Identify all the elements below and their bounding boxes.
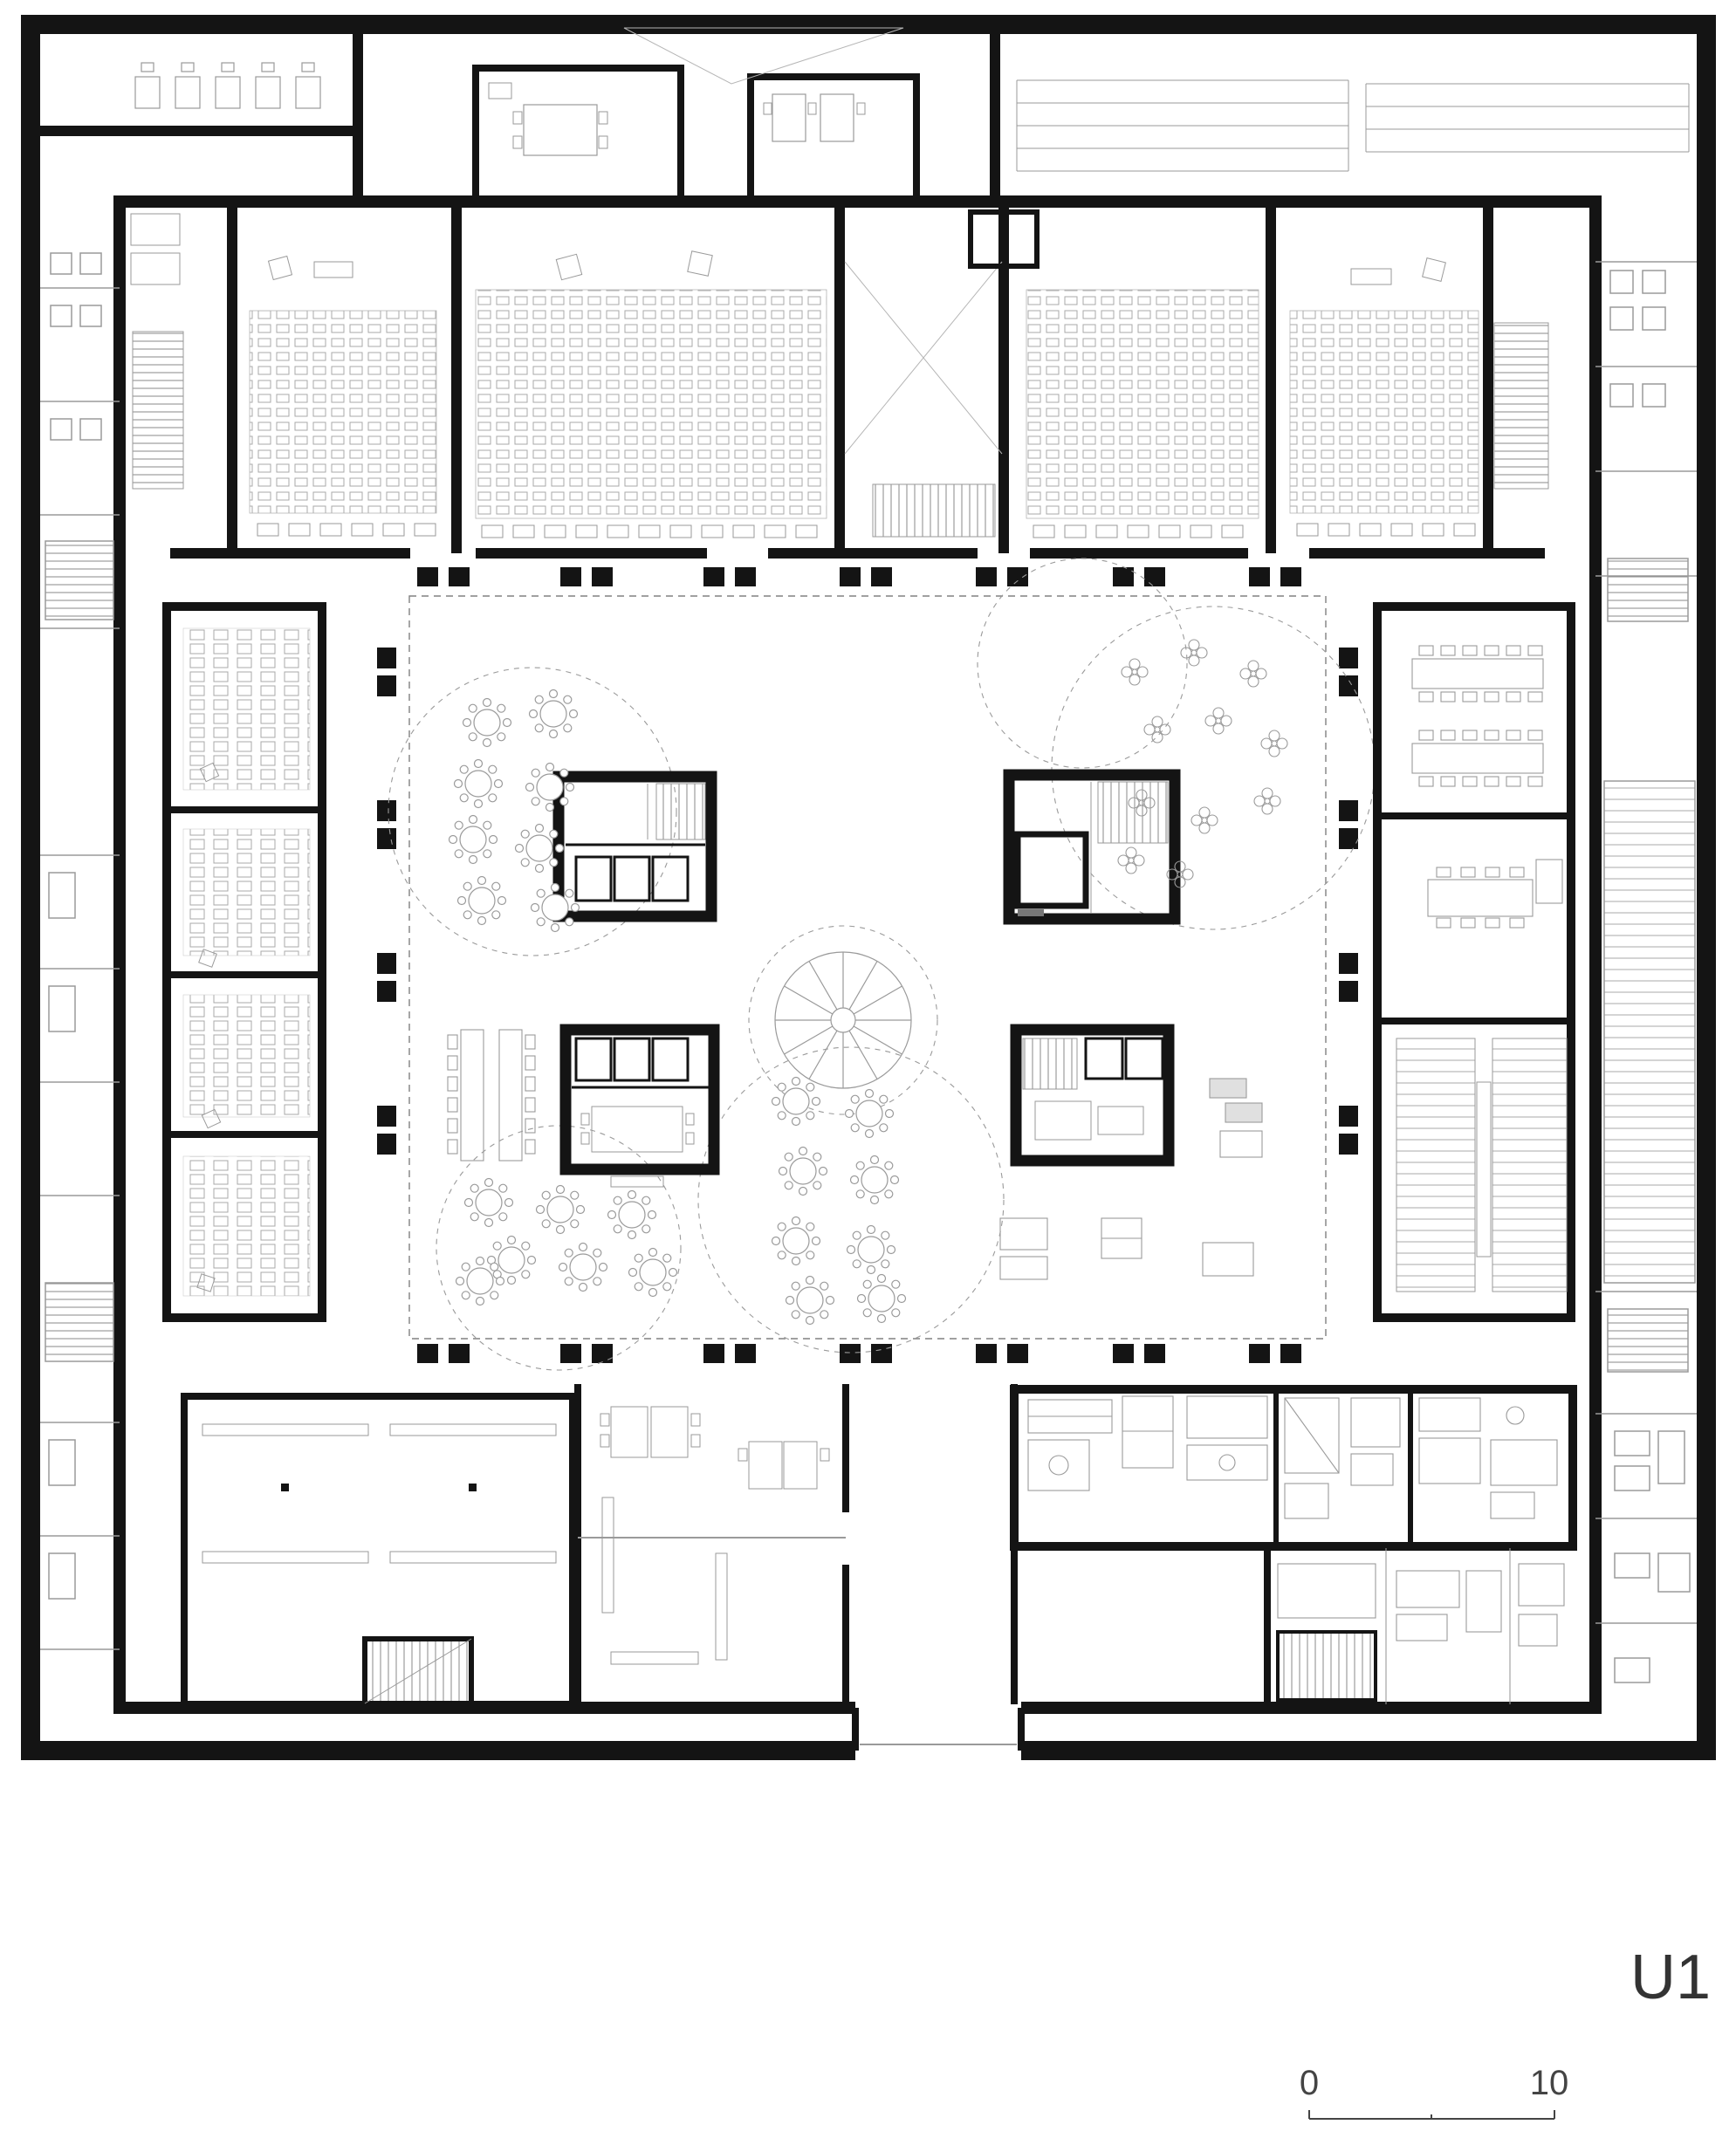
- desk-area-1: [182, 627, 311, 791]
- auditorium-2-seats: [475, 289, 827, 519]
- courtyard: [388, 558, 1376, 1371]
- scale-start-label: 0: [1300, 2064, 1319, 2102]
- scale-bar-line: [1308, 2110, 1555, 2120]
- auditorium-foyer: [844, 209, 1040, 538]
- desk-area-2: [182, 828, 311, 956]
- auditorium-1: [249, 255, 437, 537]
- auditorium-1-seats: [249, 310, 437, 514]
- middle-room-table: [1427, 859, 1563, 929]
- top-office-room-1: [472, 65, 684, 205]
- top-right-hall-lines: [1016, 79, 1690, 172]
- top-strip-rooms: [40, 24, 1690, 205]
- kitchen-block: [1010, 1385, 1577, 1551]
- top-left-tables: [134, 62, 321, 109]
- core-upper-left: [552, 771, 717, 922]
- desk-area-3: [182, 994, 311, 1118]
- right-edge-rooms: [1595, 261, 1697, 1683]
- long-tables-group: [447, 1029, 536, 1162]
- stair-bottom-right: [1276, 1630, 1377, 1702]
- stair-left-band: [132, 331, 184, 490]
- bottom-band: [181, 1384, 1577, 1708]
- auditorium-walls: [170, 202, 1545, 559]
- auditorium-3: [1026, 289, 1259, 538]
- plants-upper-right: [1117, 639, 1288, 888]
- auditorium-2: [475, 250, 827, 538]
- middle-offices: [574, 1384, 1018, 1704]
- auditorium-4: [1289, 257, 1479, 537]
- left-edge-rooms: [40, 252, 120, 1650]
- storage-room: [1396, 1038, 1568, 1292]
- courtyard-columns: [377, 567, 1358, 1363]
- core-lower-left: [559, 1024, 720, 1188]
- workshop-room: [181, 1393, 576, 1708]
- top-office-room-2: [747, 73, 920, 205]
- core-lower-right: [1010, 1024, 1175, 1167]
- scale-bar: 0 10: [1300, 2064, 1569, 2120]
- scale-end-label: 10: [1530, 2064, 1569, 2102]
- left-wing: [162, 602, 326, 1322]
- meeting-room-tables: [1411, 645, 1544, 787]
- stair-right-band: [1493, 322, 1549, 490]
- lower-right-rooms: [1264, 1548, 1565, 1704]
- desk-area-4: [182, 1155, 311, 1297]
- auditorium-3-seats: [1026, 289, 1259, 519]
- round-tables-lower-left: [455, 1177, 678, 1306]
- auditorium-band: [130, 202, 1549, 559]
- roof-diagonal: [623, 27, 904, 85]
- spiral-stair: [774, 951, 912, 1089]
- auditorium-4-seats: [1289, 310, 1479, 514]
- lounge-furniture: [999, 1078, 1263, 1280]
- round-tables-center: [771, 1076, 907, 1326]
- core-upper-right: [1003, 769, 1181, 925]
- right-wing: [1373, 602, 1575, 1322]
- level-label: U1: [1630, 1943, 1711, 2012]
- courtyard-boundary: [408, 595, 1327, 1340]
